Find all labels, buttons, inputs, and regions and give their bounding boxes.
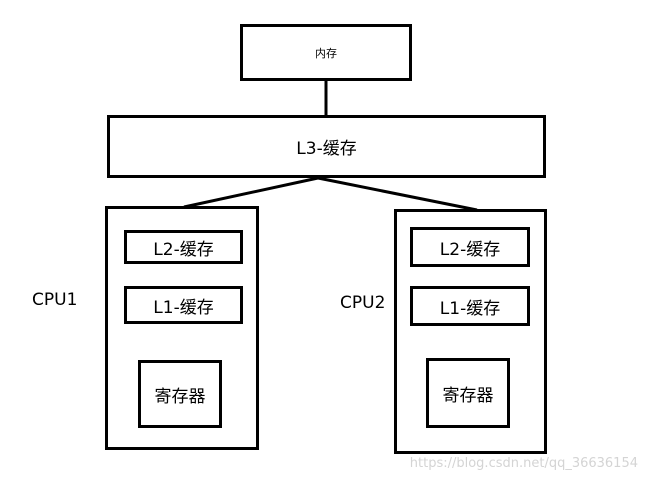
cpu1-register-label: 寄存器 bbox=[154, 386, 206, 407]
l3-cache-label: L3-缓存 bbox=[296, 139, 357, 159]
memory-box: 内存 bbox=[240, 24, 412, 81]
cpu2-l2-cache-box: L2-缓存 bbox=[410, 227, 530, 267]
cpu1-label: CPU1 bbox=[32, 290, 78, 310]
cpu2-label: CPU2 bbox=[340, 293, 386, 313]
cpu2-l1-cache-label: L1-缓存 bbox=[439, 298, 501, 319]
l3-to-cpu1-line bbox=[183, 176, 319, 209]
cpu2-register-box: 寄存器 bbox=[426, 358, 510, 428]
cpu2-l2-cache-label: L2-缓存 bbox=[439, 239, 501, 260]
memory-label: 内存 bbox=[315, 46, 337, 60]
cpu1-l2-cache-label: L2-缓存 bbox=[153, 239, 214, 260]
cpu2-register-label: 寄存器 bbox=[442, 385, 494, 406]
cpu1-l1-cache-label: L1-缓存 bbox=[153, 297, 214, 318]
l3-cache-box: L3-缓存 bbox=[107, 115, 546, 178]
cpu1-register-box: 寄存器 bbox=[138, 360, 222, 428]
cpu1-l1-cache-box: L1-缓存 bbox=[124, 286, 243, 324]
cpu2-l1-cache-box: L1-缓存 bbox=[410, 286, 530, 326]
watermark-text: https://blog.csdn.net/qq_36636154 bbox=[409, 456, 638, 471]
l3-to-cpu2-line bbox=[317, 176, 478, 212]
cpu1-l2-cache-box: L2-缓存 bbox=[124, 230, 243, 264]
